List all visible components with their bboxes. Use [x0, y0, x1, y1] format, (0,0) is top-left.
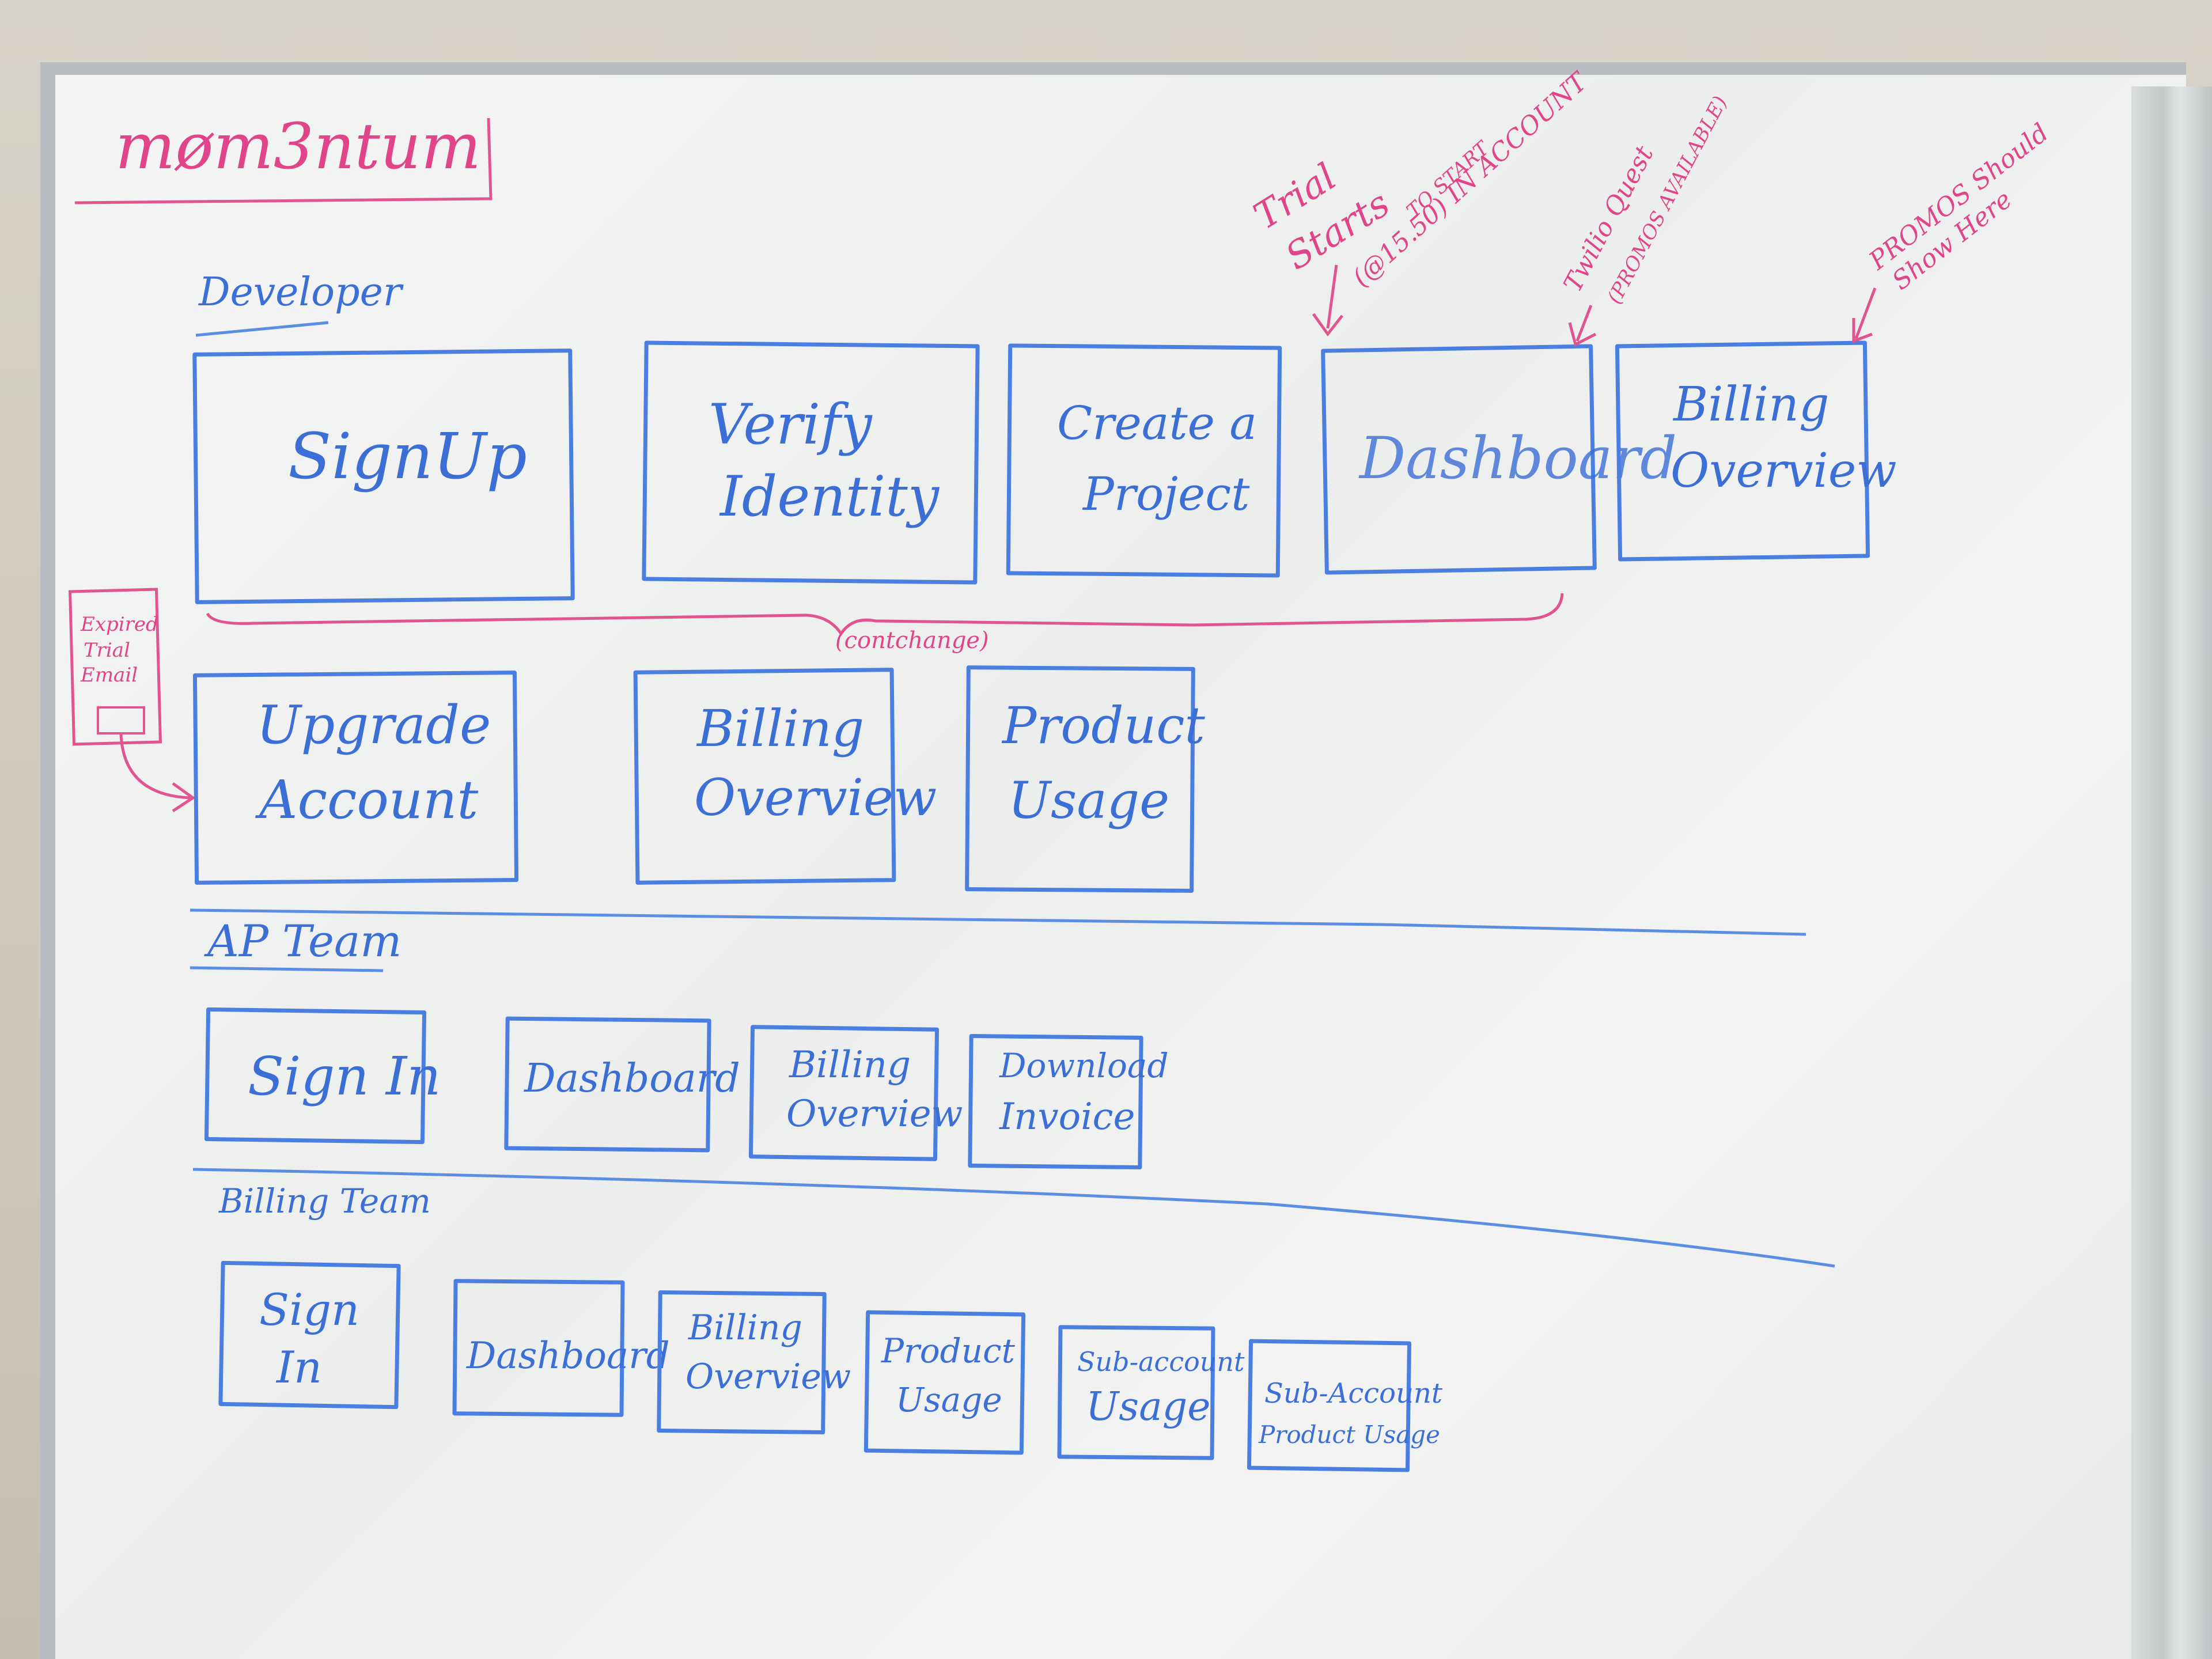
box-billing1-line1: Billing — [1672, 377, 1829, 432]
trial-annotation: Trial Starts (@15.50) IN ACCOUNT TO STAR… — [1247, 66, 1594, 334]
developer-heading: Developer — [198, 270, 404, 315]
box-bt-billing-line2: Overview — [685, 1357, 851, 1397]
logo: møm3ntum — [75, 109, 491, 203]
box-product-line2: Usage — [1008, 771, 1169, 830]
quest-annotation: Twilio Quest (PROMOS AVAILABLE) — [1558, 92, 1732, 344]
box-bt-dashboard-label: Dashboard — [466, 1335, 670, 1377]
note-line2: Trial — [84, 639, 130, 662]
box-ap-billing-line2: Overview — [786, 1093, 963, 1135]
box-signup-label: SignUp — [288, 419, 527, 493]
box-ap-signin-label: Sign In — [248, 1046, 441, 1107]
box-create-line2: Project — [1082, 467, 1250, 521]
billing-team-row: Sign In Dashboard Billing Overview Produ… — [221, 1263, 1443, 1470]
box-create-line1: Create a — [1057, 396, 1257, 450]
ap-team-row: Sign In Dashboard Billing Overview Downl… — [206, 1009, 1168, 1167]
box-bt-signin-line1: Sign — [259, 1284, 359, 1335]
box-bt-subproduct-line1: Sub-Account — [1264, 1377, 1443, 1410]
ap-team-heading: AP Team — [204, 915, 402, 967]
box-dashboard-label: Dashboard — [1358, 425, 1677, 492]
box-verify-line1: Verify — [709, 392, 873, 457]
box-bt-subaccount-line1: Sub-account — [1077, 1346, 1245, 1377]
box-bt-billing-line1: Billing — [688, 1308, 802, 1348]
box-upgrade-line2: Account — [255, 769, 479, 831]
divider-2 — [193, 1169, 1835, 1266]
developer-row1: SignUp Verify Identity Create a Project … — [195, 343, 1897, 602]
box-ap-dashboard-label: Dashboard — [523, 1056, 740, 1101]
box-bt-subaccount-line2: Usage — [1086, 1384, 1211, 1430]
in-account-line1: (@15.50) IN ACCOUNT — [1347, 66, 1594, 293]
box-upgrade-line1: Upgrade — [256, 694, 491, 756]
promos-annotation: PROMOS Should Show Here — [1854, 118, 2054, 341]
box-verify-line2: Identity — [719, 464, 940, 529]
box-bt-signin-line2: In — [275, 1342, 322, 1393]
box-billing1-line2: Overview — [1671, 444, 1897, 498]
box-product-line1: Product — [1001, 696, 1206, 755]
note-line3: Email — [80, 664, 138, 687]
box-billing2-line2: Overview — [694, 768, 937, 827]
box-bt-subproduct-line2: Product Usage — [1258, 1421, 1440, 1449]
developer-row2: Upgrade Account Billing Overview Product… — [195, 668, 1205, 891]
box-create-project — [1008, 346, 1279, 575]
box-bt-product-line2: Usage — [896, 1380, 1002, 1419]
box-verify-identity — [644, 343, 978, 582]
box-bt-product-line1: Product — [881, 1331, 1016, 1370]
continuation-brace: (contchange) — [207, 593, 1562, 654]
box-ap-billing-line1: Billing — [789, 1044, 911, 1086]
note-line1: Expired — [80, 613, 158, 636]
expired-trial-note: Expired Trial Email — [70, 589, 193, 811]
logo-text: møm3ntum — [115, 109, 481, 183]
brace-note: (contchange) — [835, 627, 989, 654]
billing-team-heading: Billing Team — [218, 1181, 431, 1221]
divider-1 — [190, 910, 1806, 934]
box-ap-download-line1: Download — [999, 1046, 1169, 1085]
box-ap-download-line2: Invoice — [999, 1096, 1135, 1138]
box-billing2-line1: Billing — [696, 699, 864, 758]
